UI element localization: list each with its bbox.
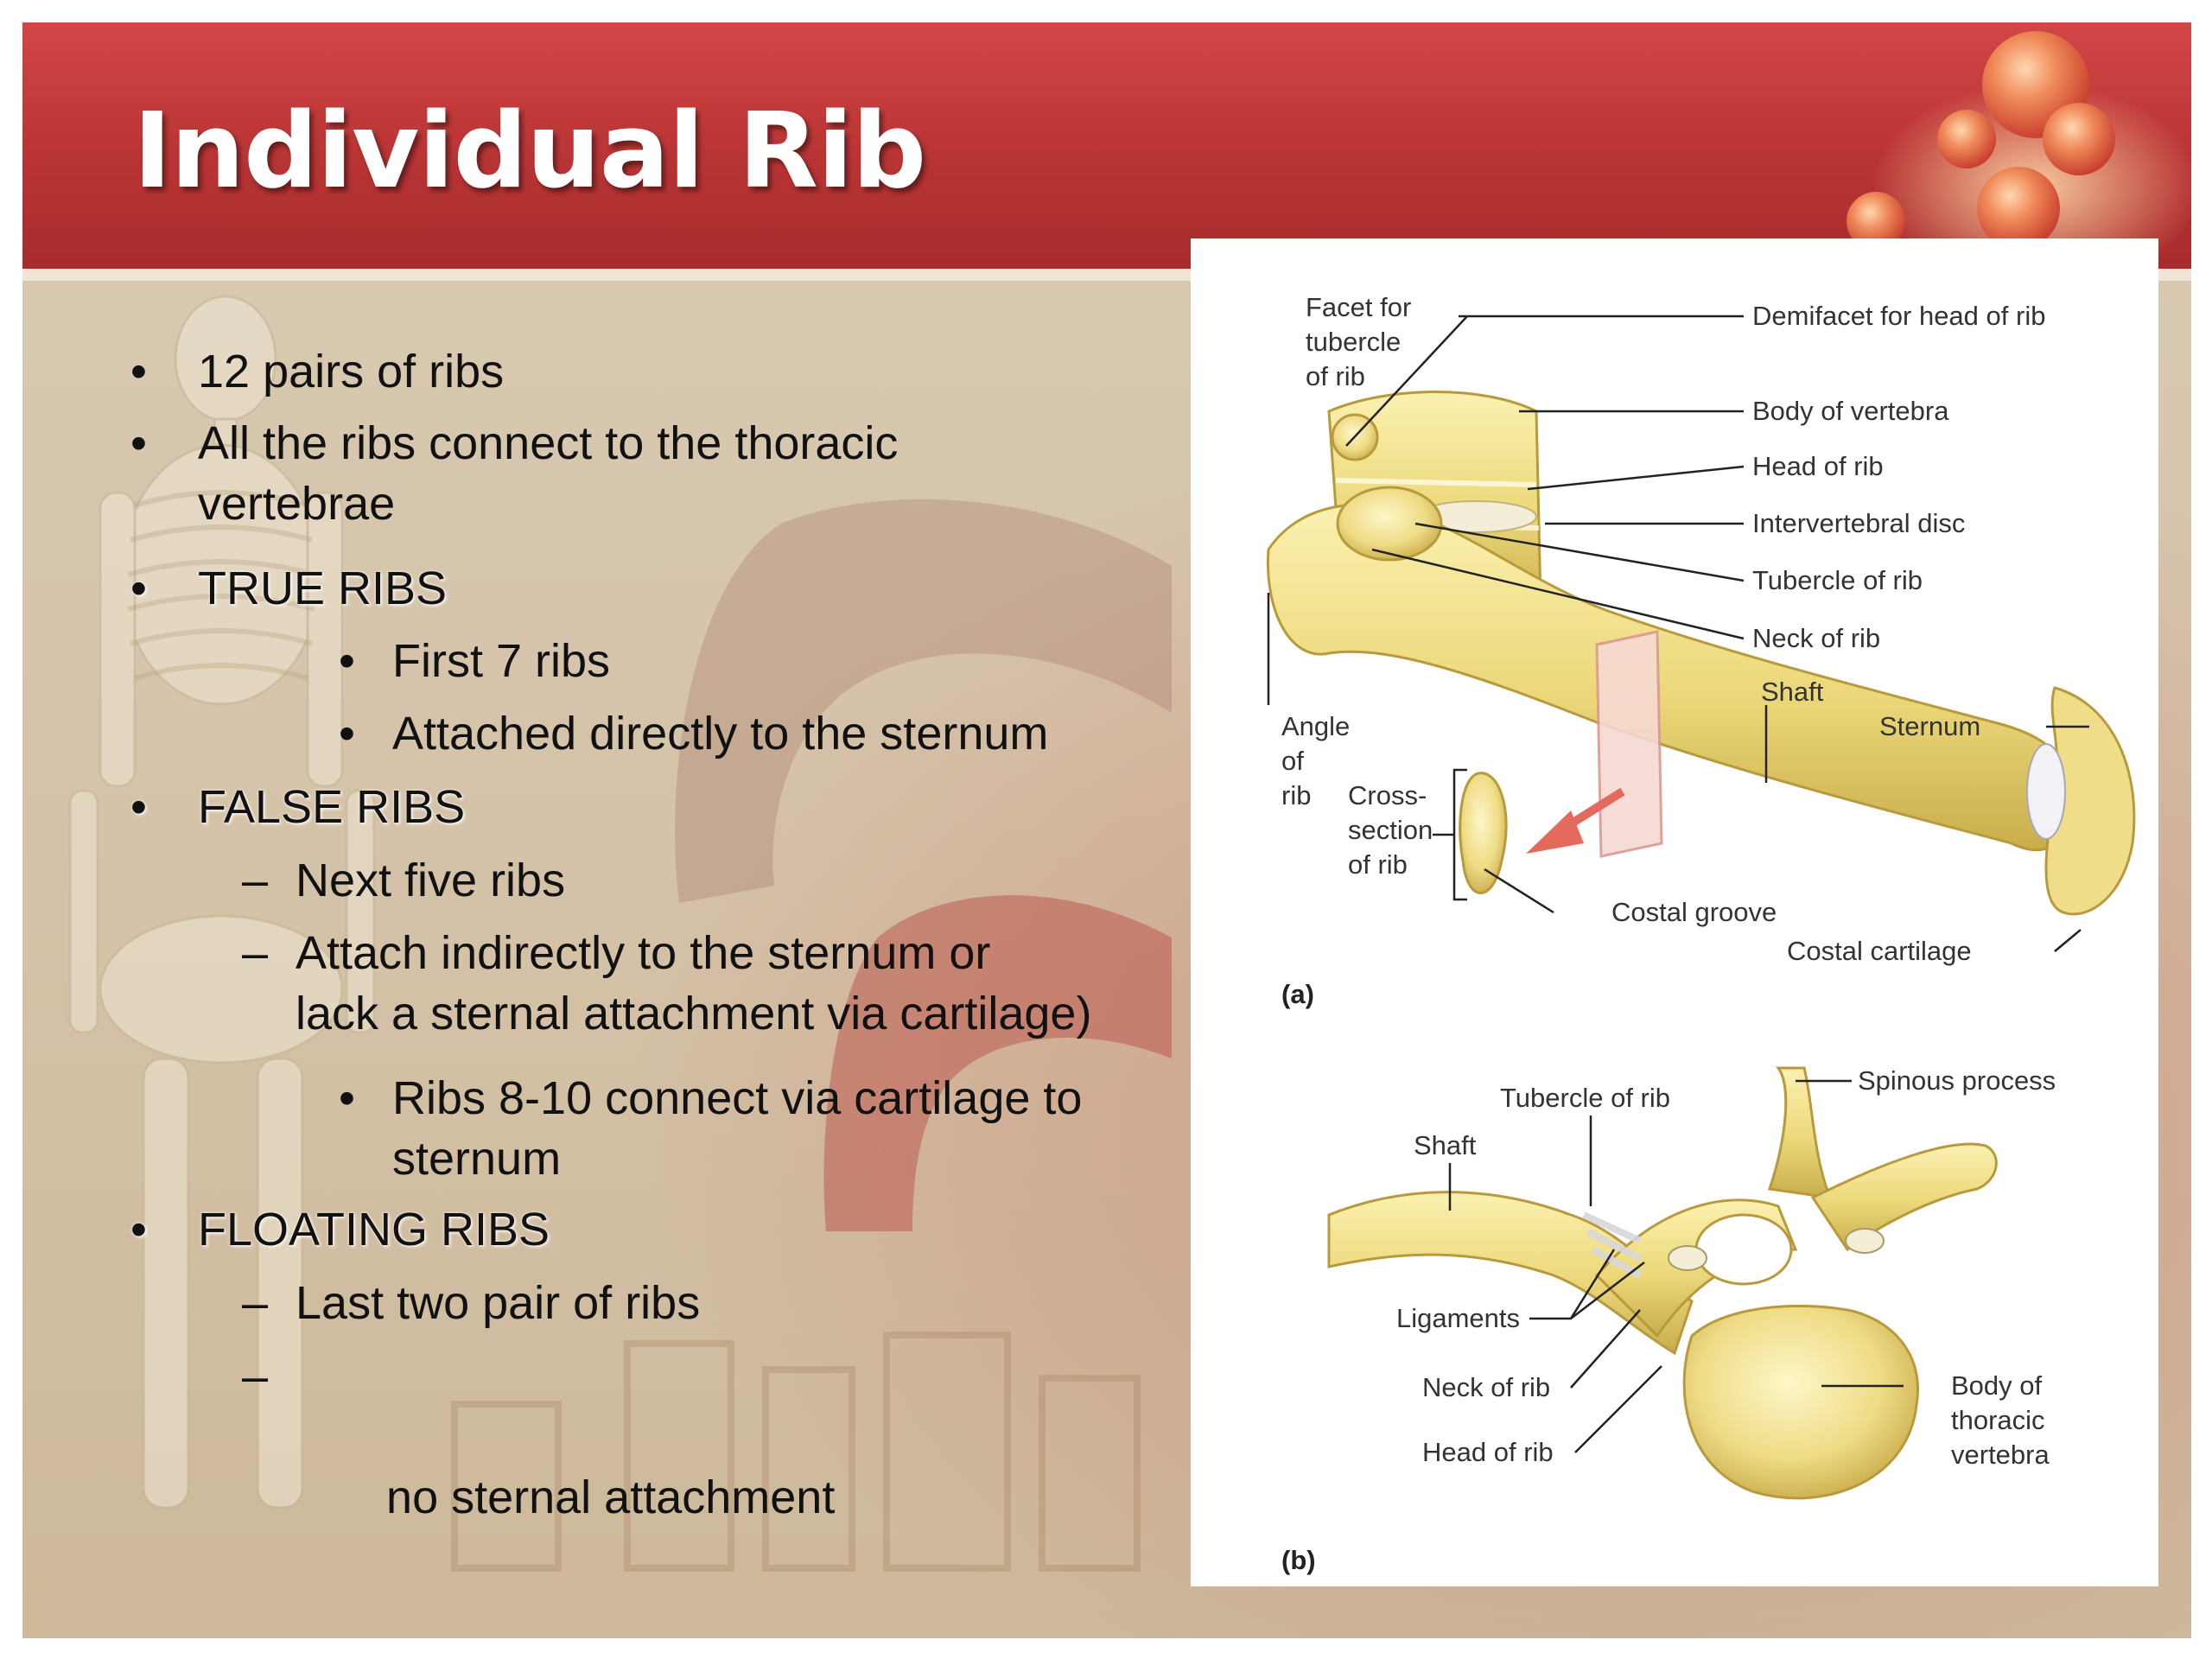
- bullet-marker: •: [339, 708, 355, 760]
- bullet-marker: •: [130, 563, 147, 614]
- decorative-spheres: [1847, 31, 2191, 264]
- bullet-list: • 12 pairs of ribs • All the ribs connec…: [22, 22, 1215, 1638]
- label-angle-line-3: rib: [1281, 780, 1311, 810]
- bullet-marker: •: [339, 1072, 355, 1124]
- label-neck-of-rib: Neck of rib: [1422, 1372, 1550, 1402]
- list-item-text-line: Ribs 8-10 connect via cartilage to: [392, 1072, 1083, 1124]
- list-item: • 12 pairs of ribs: [130, 341, 505, 402]
- dash-marker: –: [242, 927, 269, 979]
- label-costal-cartilage: Costal cartilage: [1787, 936, 1972, 966]
- label-body-line-3: vertebra: [1951, 1440, 2050, 1470]
- list-item-text-line: vertebrae: [198, 478, 396, 530]
- label-facet-line-1: Facet for: [1306, 292, 1411, 322]
- label-shaft: Shaft: [1761, 677, 1824, 707]
- list-item-text-line: Attach indirectly to the sternum or: [296, 927, 991, 979]
- label-facet-line-2: tubercle: [1306, 327, 1401, 357]
- label-angle-line-1: Angle: [1281, 711, 1350, 741]
- label-demifacet: Demifacet for head of rib: [1752, 301, 2045, 331]
- label-tubercle-of-rib: Tubercle of rib: [1500, 1083, 1670, 1113]
- label-cross-section-line-1: Cross-: [1348, 780, 1427, 810]
- label-spinous-process: Spinous process: [1858, 1065, 2056, 1096]
- list-item-text-line: All the ribs connect to the thoracic: [198, 417, 899, 469]
- list-item-text-line: sternum: [392, 1133, 562, 1185]
- panel-b-tag: (b): [1281, 1545, 1316, 1575]
- label-body-of-vertebra: Body of vertebra: [1752, 396, 1949, 426]
- label-angle-line-2: of: [1281, 746, 1304, 776]
- rib-anatomy-diagram: Facet for tubercle of rib Demifacet for …: [1266, 292, 2136, 1575]
- label-tubercle-of-rib: Tubercle of rib: [1752, 565, 1923, 595]
- slide: Individual Rib: [22, 22, 2191, 1638]
- list-item: • All the ribs connect to the thoracic v…: [130, 413, 899, 534]
- bullet-marker: •: [130, 417, 147, 469]
- list-item: • FALSE RIBS: [130, 777, 466, 837]
- panel-b-labels: Tubercle of rib Spinous process Shaft Li…: [1281, 1065, 2056, 1575]
- bullet-marker: •: [130, 1204, 147, 1255]
- label-intervertebral-disc: Intervertebral disc: [1752, 508, 1965, 538]
- panel-b-illustration: [1327, 1066, 1998, 1500]
- label-cross-section-line-3: of rib: [1348, 849, 1408, 880]
- label-body-line-2: thoracic: [1951, 1405, 2045, 1435]
- background-skeleton-illustration: [68, 295, 1172, 1572]
- bullet-marker: •: [130, 781, 147, 833]
- list-item-text-line: lack a sternal attachment via cartilage): [296, 988, 1092, 1039]
- label-neck-of-rib: Neck of rib: [1752, 623, 1880, 653]
- rib-anatomy-figure: Facet for tubercle of rib Demifacet for …: [1191, 238, 2158, 1586]
- bullet-marker: •: [339, 635, 355, 687]
- list-item-text: Next five ribs: [296, 855, 566, 906]
- label-sternum: Sternum: [1879, 711, 1980, 741]
- list-item: • TRUE RIBS: [130, 558, 448, 619]
- label-costal-groove: Costal groove: [1611, 897, 1777, 927]
- panel-a-leader-lines: [1267, 315, 2089, 952]
- list-item-text: no sternal attachment: [373, 1471, 836, 1523]
- list-item-text: Attached directly to the sternum: [392, 708, 1049, 760]
- dash-marker: –: [242, 855, 269, 906]
- list-item: – no sternal attachment: [242, 1346, 836, 1588]
- bullet-marker: •: [130, 346, 147, 397]
- slide-title: Individual Rib: [133, 92, 926, 212]
- panel-b-leader-lines: [1448, 1079, 1904, 1453]
- dash-marker: –: [242, 1351, 269, 1402]
- section-heading: TRUE RIBS: [198, 563, 448, 614]
- label-shaft: Shaft: [1414, 1130, 1477, 1160]
- list-item: • Ribs 8-10 connect via cartilage to ste…: [339, 1068, 1083, 1189]
- list-item-text: Last two pair of ribs: [296, 1277, 701, 1329]
- section-heading: FALSE RIBS: [198, 781, 466, 833]
- label-body-line-1: Body of: [1951, 1370, 2043, 1401]
- label-ligaments: Ligaments: [1396, 1303, 1520, 1333]
- list-item: • FLOATING RIBS: [130, 1199, 550, 1260]
- dash-marker: –: [242, 1277, 269, 1329]
- list-item-text: First 7 ribs: [392, 635, 611, 687]
- panel-a-labels: Facet for tubercle of rib Demifacet for …: [1281, 292, 2045, 1009]
- title-banner: [22, 22, 2191, 269]
- label-facet-line-3: of rib: [1306, 361, 1365, 391]
- label-cross-section-line-2: section: [1348, 815, 1433, 845]
- label-head-of-rib: Head of rib: [1752, 451, 1884, 481]
- list-item: – Next five ribs: [242, 850, 566, 911]
- list-item: • Attached directly to the sternum: [339, 703, 1049, 764]
- panel-a-tag: (a): [1281, 979, 1314, 1009]
- list-item: – Attach indirectly to the sternum or la…: [242, 923, 1092, 1044]
- list-item: – Last two pair of ribs: [242, 1273, 701, 1333]
- section-heading: FLOATING RIBS: [198, 1204, 550, 1255]
- list-item-text: 12 pairs of ribs: [198, 346, 505, 397]
- panel-a-illustration: [1266, 391, 2136, 916]
- list-item: • First 7 ribs: [339, 631, 611, 691]
- label-head-of-rib: Head of rib: [1422, 1437, 1554, 1467]
